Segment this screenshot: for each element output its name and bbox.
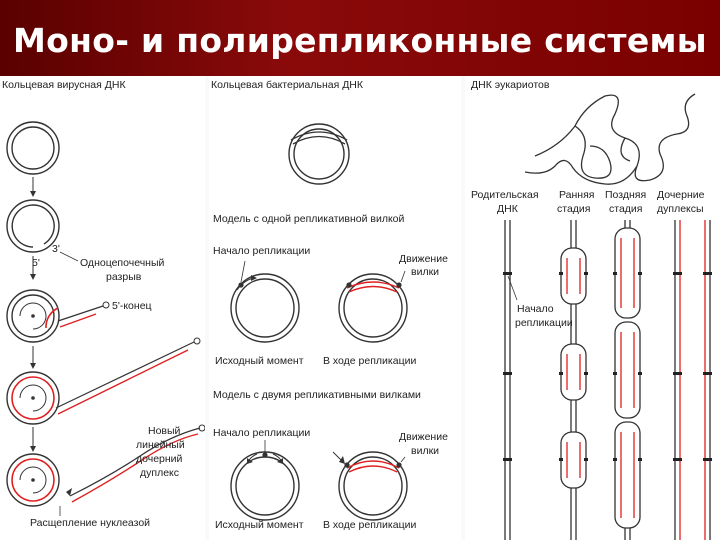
circle-rolling-late [6, 337, 201, 425]
model-two-forks: Модель с двумя репликативными вилками [213, 389, 421, 401]
slide-title: Моно- и полирепликонные системы [13, 21, 707, 60]
arrow-down-1 [30, 177, 36, 197]
new-duplex-2: линейный [136, 439, 185, 451]
arrow-down-3 [30, 346, 36, 369]
panel-viral-dna: Кольцевая вирусная ДНК 3' 5' Одноцепочеч… [0, 76, 205, 540]
arrow-down-4 [30, 427, 36, 452]
new-duplex-1: Новый [148, 425, 181, 437]
start-label-1: Начало репликации [213, 245, 310, 257]
circle-cleaved [6, 424, 205, 507]
col1-head-1: Родительская [471, 189, 539, 201]
circle-intact [6, 121, 60, 175]
panel-bacterial-dna: Кольцевая бактериальная ДНК Модель с одн… [209, 76, 461, 540]
during-label-2: В ходе репликации [323, 519, 416, 531]
nick-label-1: Одноцепочечный [80, 257, 165, 269]
col4-head-1: Дочерние [657, 189, 705, 201]
fork-label-2b: вилки [411, 445, 439, 457]
origin-pointer [507, 275, 518, 301]
fork-label-1a: Движение [399, 253, 448, 265]
initial-circle-2 [230, 440, 300, 521]
nick-label-2: разрыв [106, 271, 142, 283]
cleavage-label: Расщепление нуклеазой [30, 517, 150, 529]
model-one-fork: Модель с одной репликативной вилкой [213, 213, 405, 225]
end-label: 5'-конец [112, 300, 152, 312]
origin-label-2: репликации [515, 317, 573, 329]
initial-label-1: Исходный момент [215, 355, 304, 367]
initial-label-2: Исходный момент [215, 519, 304, 531]
col3-head-2: стадия [609, 203, 642, 215]
viral-heading: Кольцевая вирусная ДНК [2, 79, 126, 91]
new-duplex-4: дуплекс [140, 467, 179, 479]
fork-label-1b: вилки [411, 266, 439, 278]
col2-head-1: Ранняя [559, 189, 594, 201]
col4-head-2: дуплексы [657, 203, 704, 215]
theta-circle [288, 123, 350, 185]
eukaryotic-dna-diagram: ДНК эукариотов Родительская ДНК Ранняя с… [471, 79, 712, 540]
early-stage [559, 220, 588, 540]
col1-head-2: ДНК [497, 203, 519, 215]
circle-rolling-early [6, 289, 110, 343]
eukaryotic-heading: ДНК эукариотов [471, 79, 550, 91]
replicating-circle-2 [332, 451, 408, 521]
bacterial-heading: Кольцевая бактериальная ДНК [211, 79, 364, 91]
new-duplex-3: дочерний [136, 453, 183, 465]
label-5prime: 5' [32, 257, 40, 269]
initial-circle-1 [230, 260, 300, 343]
bacterial-dna-diagram: Кольцевая бактериальная ДНК Модель с одн… [211, 79, 448, 531]
viral-dna-diagram: Кольцевая вирусная ДНК 3' 5' Одноцепочеч… [2, 79, 205, 529]
col3-head-1: Поздняя [605, 189, 646, 201]
parental-dna [503, 220, 512, 540]
diagram-area: Кольцевая вирусная ДНК 3' 5' Одноцепочеч… [0, 76, 720, 540]
chromatin-tangle [524, 93, 696, 185]
panel-eukaryotic-dna: ДНК эукариотов Родительская ДНК Ранняя с… [465, 76, 720, 540]
late-stage [613, 220, 642, 540]
origin-label-1: Начало [517, 303, 554, 315]
nick-pointer [59, 251, 79, 262]
label-3prime: 3' [52, 243, 60, 255]
daughter-duplexes [673, 220, 712, 540]
replicating-circle-1 [338, 270, 408, 343]
during-label-1: В ходе репликации [323, 355, 416, 367]
circle-nicked [6, 199, 60, 253]
title-bar: Моно- и полирепликонные системы [0, 0, 720, 76]
start-label-2: Начало репликации [213, 427, 310, 439]
fork-label-2a: Движение [399, 431, 448, 443]
col2-head-2: стадия [557, 203, 590, 215]
arrow-down-2 [30, 256, 36, 280]
